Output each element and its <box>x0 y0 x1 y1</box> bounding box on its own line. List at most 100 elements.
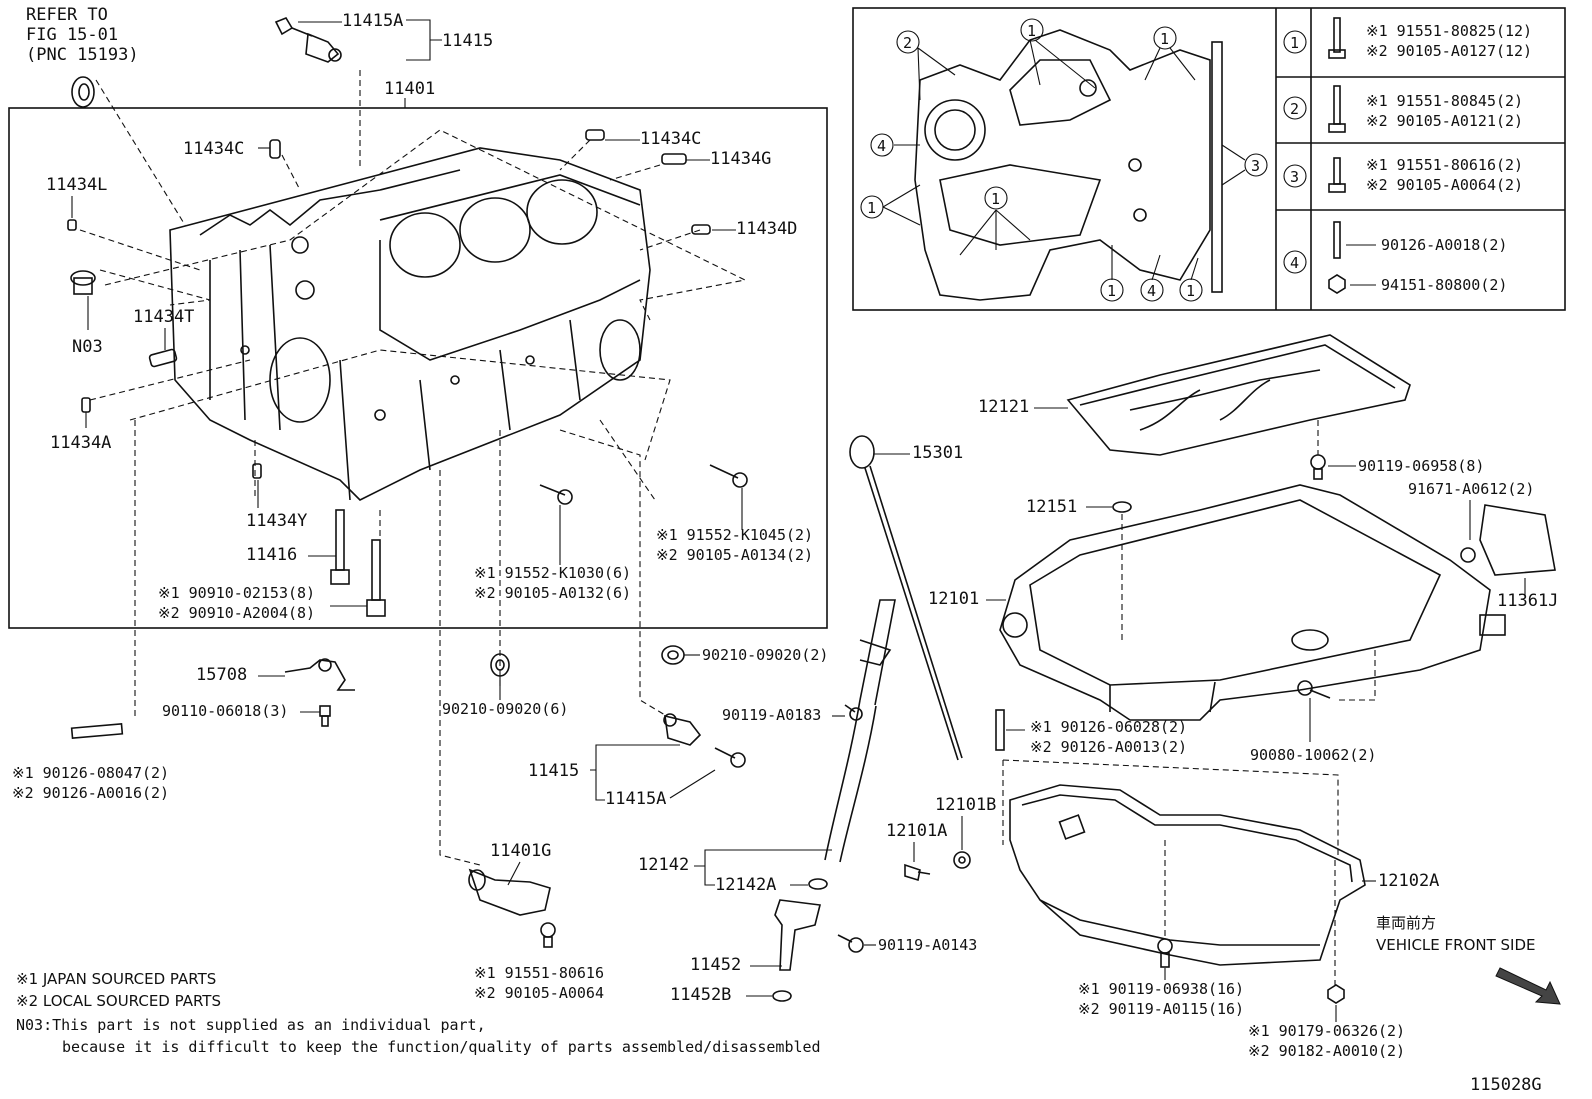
table-row-1-line1: ※1 91551-80825(12) <box>1366 22 1532 40</box>
label-90119-A0183: 90119-A0183 <box>722 706 821 724</box>
table-row-1-num: 1 <box>1290 34 1299 52</box>
dipstick-15301[interactable] <box>849 435 963 761</box>
pin-11434C-right[interactable] <box>585 129 605 141</box>
pin-11434C-left[interactable] <box>269 139 281 159</box>
label-15708: 15708 <box>196 665 247 685</box>
inset-callout-1c: 1 <box>867 199 876 217</box>
oring-11452B[interactable] <box>772 990 792 1002</box>
label-15301: 15301 <box>912 443 963 463</box>
pin-11434T[interactable] <box>148 348 178 368</box>
inset-table: 1 ※1 91551-80825(12) ※2 90105-A0127(12) … <box>1283 17 1532 294</box>
table-row-2-line1: ※1 91551-80845(2) <box>1366 92 1523 110</box>
bracket-15708[interactable] <box>284 658 355 691</box>
table-row-4-line2: 94151-80800(2) <box>1381 276 1507 294</box>
pin-11434Y[interactable] <box>252 463 262 479</box>
head-bolt[interactable] <box>366 539 386 617</box>
notes: ※1 JAPAN SOURCED PARTS ※2 LOCAL SOURCED … <box>16 970 821 1056</box>
table-row-4-num: 4 <box>1290 254 1299 272</box>
drain-plug-90179[interactable] <box>1327 984 1345 1004</box>
front-direction-arrow-icon <box>1495 967 1561 1005</box>
stud-90126-06028[interactable] <box>995 709 1005 751</box>
oil-pan-lower-12102A[interactable] <box>1009 784 1366 966</box>
sensor-11401G[interactable] <box>468 868 551 916</box>
table-row-4-line1: 90126-A0018(2) <box>1381 236 1507 254</box>
bolt-90119-06958[interactable] <box>1310 454 1326 480</box>
note-n03-line2: because it is difficult to keep the func… <box>62 1038 821 1056</box>
inset-callout-1d: 1 <box>991 190 1000 208</box>
inset-bolt-chart <box>852 7 1566 311</box>
oring-12142A[interactable] <box>808 878 828 890</box>
label-right-bolt-2: ※2 90105-A0134(2) <box>656 546 813 564</box>
table-row-3-line1: ※1 91551-80616(2) <box>1366 156 1523 174</box>
label-90110: 90110-06018(3) <box>162 702 288 720</box>
dipstick-guide-tube[interactable] <box>824 599 896 863</box>
label-11452: 11452 <box>690 955 741 975</box>
label-12101A: 12101A <box>886 821 947 841</box>
table-row-1-line2: ※2 90105-A0127(12) <box>1366 42 1532 60</box>
gasket-12101B[interactable] <box>953 851 971 869</box>
front-label-en: VEHICLE FRONT SIDE <box>1376 936 1536 954</box>
refer-line-3: (PNC 15193) <box>26 45 139 65</box>
label-bolt-1: ※1 90910-02153(8) <box>158 584 315 602</box>
label-11434T: 11434T <box>133 307 194 327</box>
cylinder-block[interactable] <box>169 147 651 501</box>
label-11434L: 11434L <box>46 175 107 195</box>
table-row-2-bolt-icon <box>1328 85 1346 133</box>
bolt-90119-06938[interactable] <box>1157 938 1173 968</box>
inset-callout-1a: 1 <box>1027 22 1036 40</box>
guide-11452[interactable] <box>774 899 821 971</box>
note-local-sourced: ※2 LOCAL SOURCED PARTS <box>16 992 221 1010</box>
inset-callout-4b: 4 <box>1147 282 1156 300</box>
pin-11434L[interactable] <box>67 219 77 231</box>
table-row-3-line2: ※2 90105-A0064(2) <box>1366 176 1523 194</box>
label-drain-1: ※1 90179-06326(2) <box>1248 1022 1405 1040</box>
baffle-plate-12121[interactable] <box>1066 334 1411 456</box>
inset-callout-3: 3 <box>1251 157 1260 175</box>
oil-seal-part[interactable] <box>71 76 95 108</box>
label-N03: N03 <box>72 337 103 357</box>
label-11434C-right: 11434C <box>640 129 701 149</box>
label-12101B: 12101B <box>935 795 996 815</box>
label-12142A: 12142A <box>715 875 776 895</box>
pin-11434D[interactable] <box>691 224 711 235</box>
table-row-3-num: 3 <box>1290 168 1299 186</box>
label-11416: 11416 <box>246 545 297 565</box>
plug-N03[interactable] <box>70 270 96 295</box>
label-90119-06958: 90119-06958(8) <box>1358 457 1484 475</box>
table-row-1-bolt-icon <box>1328 17 1346 59</box>
label-11415-top: 11415 <box>442 31 493 51</box>
pin-11434A[interactable] <box>81 397 91 413</box>
oil-pressure-sensor-top[interactable] <box>274 17 342 63</box>
bolt-91671[interactable] <box>1460 547 1476 563</box>
bolt-90119-A0143[interactable] <box>837 934 864 953</box>
plate-11361J[interactable] <box>1479 504 1556 576</box>
label-90080: 90080-10062(2) <box>1250 746 1376 764</box>
bolt-sensor[interactable] <box>540 922 556 948</box>
bolt-11416[interactable] <box>330 509 350 585</box>
plug-12101A[interactable] <box>904 863 931 882</box>
inset-callout-4a: 4 <box>877 137 886 155</box>
label-12151: 12151 <box>1026 497 1077 517</box>
bolt-90080[interactable] <box>1297 680 1331 699</box>
oring-12151[interactable] <box>1112 501 1132 513</box>
bolt-mid[interactable] <box>539 484 573 505</box>
inset-callout-1b: 1 <box>1160 30 1169 48</box>
label-sensor-bolt-1: ※1 91551-80616 <box>474 964 604 982</box>
note-japan-sourced: ※1 JAPAN SOURCED PARTS <box>16 970 216 988</box>
oil-pan-upper-12101[interactable] <box>999 484 1506 721</box>
inset-callouts: 2 1 1 4 1 1 3 1 4 1 <box>860 18 1268 302</box>
label-90210-2: 90210-09020(2) <box>702 646 828 664</box>
pin-11434G[interactable] <box>661 153 687 165</box>
label-12142: 12142 <box>638 855 689 875</box>
bolt-right[interactable] <box>709 464 748 488</box>
stud-90126[interactable] <box>70 722 124 740</box>
dashed-leaders <box>79 70 747 866</box>
inset-callout-1e: 1 <box>1107 282 1116 300</box>
washer-90210-2[interactable] <box>661 645 685 665</box>
label-pan-stud-2: ※2 90126-A0013(2) <box>1030 738 1187 756</box>
screw-90110[interactable] <box>319 705 331 727</box>
refer-line-1: REFER TO <box>26 5 108 25</box>
label-11434G: 11434G <box>710 149 771 169</box>
oil-pressure-sensor-bottom[interactable] <box>663 713 746 768</box>
